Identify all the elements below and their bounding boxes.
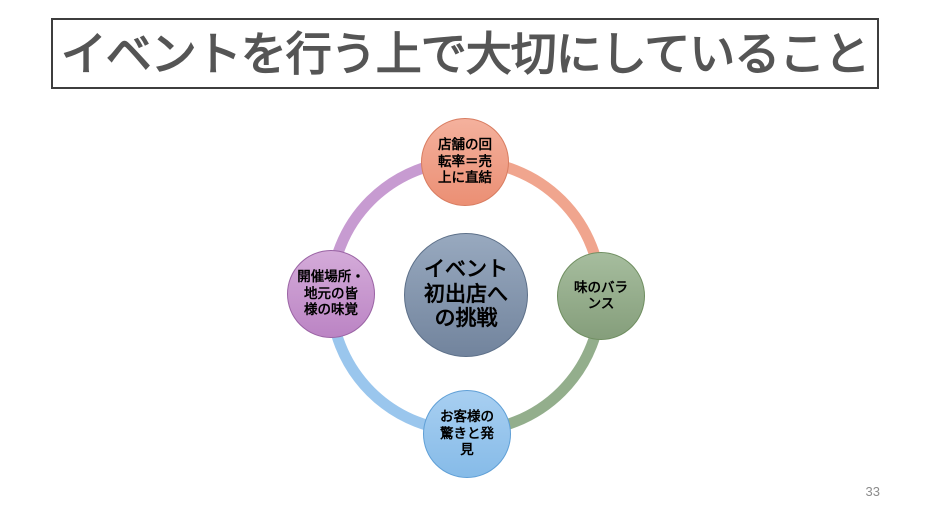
slide-title-box: イベントを行う上で大切にしていること bbox=[51, 18, 879, 89]
page-number: 33 bbox=[865, 484, 880, 499]
diagram-node-bottom: お客様の 驚きと発 見 bbox=[423, 390, 511, 478]
diagram-node-top: 店舗の回 転率＝売 上に直結 bbox=[421, 118, 509, 206]
diagram-node-bottom-label: お客様の 驚きと発 見 bbox=[440, 409, 494, 458]
diagram-node-center-label: イベント 初出店へ の挑戦 bbox=[424, 258, 508, 331]
slide-title: イベントを行う上で大切にしていること bbox=[60, 27, 871, 80]
diagram-node-top-label: 店舗の回 転率＝売 上に直結 bbox=[438, 137, 492, 186]
diagram-node-left: 開催場所・ 地元の皆 様の味覚 bbox=[287, 250, 375, 338]
diagram-node-left-label: 開催場所・ 地元の皆 様の味覚 bbox=[297, 269, 365, 318]
diagram-node-center: イベント 初出店へ の挑戦 bbox=[404, 233, 528, 357]
diagram-node-right: 味のバラ ンス bbox=[557, 252, 645, 340]
diagram-node-right-label: 味のバラ ンス bbox=[574, 279, 628, 311]
